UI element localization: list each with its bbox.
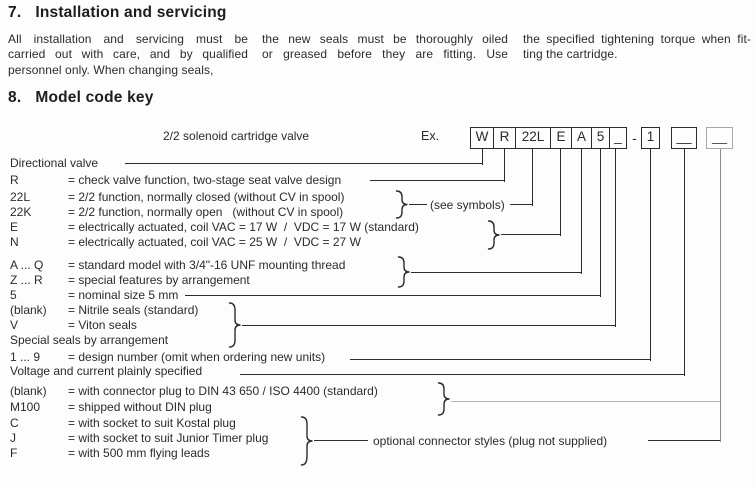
section7-column-3: the specified tightening torque when fit…: [523, 32, 751, 63]
code-row-a-q: A ... Q= standard model with 3/4"-16 UNF…: [10, 258, 346, 272]
code-row-f: F= with 500 mm flying leads: [10, 446, 210, 460]
connector-line: [615, 149, 616, 327]
code-cell-5: 5: [592, 128, 610, 148]
code-row-special-seals: Special seals by arrangement: [10, 333, 169, 347]
code-row-c: C= with socket to suit Kostal plug: [10, 416, 236, 430]
connector-line: [185, 295, 601, 296]
code-row-v: V= Viton seals: [10, 318, 137, 332]
connector-line: [411, 272, 581, 273]
brace-connector-styles: [300, 416, 313, 466]
connector-line: [648, 440, 720, 441]
body-line: carried out with care, and by qualified: [8, 47, 248, 62]
connector-line: [409, 204, 427, 205]
see-symbols-annotation: (see symbols): [430, 198, 505, 212]
blank-box-1: __: [671, 127, 697, 149]
body-line: personnel only. When changing seals,: [8, 62, 214, 77]
code-cell-w: W: [471, 128, 494, 148]
body-line: the new seals must be thoroughly oiled: [262, 32, 508, 46]
code-row-directional-valve: Directional valve: [10, 156, 99, 170]
code-row-22l: 22L= 2/2 function, normally closed (with…: [10, 190, 345, 204]
connector-line: [451, 401, 720, 402]
brace-22l-22k: [395, 190, 408, 219]
code-cell-e: E: [551, 128, 572, 148]
blank-box-2: __: [706, 127, 733, 149]
connector-line: [650, 149, 651, 361]
brace-seals: [228, 302, 241, 348]
connector-line: [560, 149, 561, 236]
connector-line: [532, 149, 533, 206]
code-cell-r: R: [494, 128, 516, 148]
body-line: All installation and servicing must be: [8, 32, 248, 46]
brace-aq-zr: [397, 256, 410, 288]
section8-title: Model code key: [35, 89, 154, 106]
code-row-blank-seals: (blank)= Nitrile seals (standard): [10, 303, 199, 317]
connector-line: [125, 163, 482, 164]
brace-din: [437, 382, 450, 416]
body-line: or greased before they are fitting. Use: [262, 47, 508, 62]
code-separator: -: [632, 130, 637, 146]
code-cell-blank: _: [614, 129, 622, 144]
connector-line: [481, 149, 483, 165]
product-label: 2/2 solenoid cartridge valve: [163, 129, 310, 143]
connector-line: [370, 180, 505, 181]
connector-line: [503, 149, 505, 182]
code-row-5: 5= nominal size 5 mm: [10, 288, 179, 302]
code-row-design-number: 1 ... 9= design number (omit when orderi…: [10, 350, 326, 364]
code-row-voltage: Voltage and current plainly specified: [10, 364, 203, 378]
code-row-n: N= electrically actuated, coil VAC = 25 …: [10, 235, 361, 249]
code-row-j: J= with socket to suit Junior Timer plug: [10, 431, 269, 445]
optional-connector-annotation: optional connector styles (plug not supp…: [373, 434, 608, 448]
code-row-z-r: Z ... R= special features by arrangement: [10, 273, 250, 287]
body-line: the specified tightening torque when fit…: [523, 32, 751, 46]
code-row-r: R= check valve function, two-stage seat …: [10, 173, 342, 187]
section8-heading: 8. Model code key: [8, 89, 154, 107]
section7-number: 7.: [8, 4, 22, 21]
connector-line: [242, 325, 615, 326]
model-code-box: W R 22L E A 5 _: [470, 127, 627, 149]
section7-column-2: the new seals must be thoroughly oiled o…: [262, 32, 508, 63]
connector-line: [501, 234, 561, 235]
code-cell-a: A: [572, 128, 592, 148]
design-number-box: 1: [641, 127, 660, 149]
example-prefix: Ex.: [421, 129, 440, 143]
connector-line: [314, 440, 368, 441]
section7-heading: 7. Installation and servicing: [8, 4, 227, 22]
connector-line: [350, 359, 651, 360]
brace-e-n: [487, 220, 500, 250]
code-cell-22l: 22L: [516, 128, 551, 148]
section7-column-1: All installation and servicing must be c…: [8, 32, 248, 78]
code-row-e: E= electrically actuated, coil VAC = 17 …: [10, 220, 419, 234]
connector-line: [684, 149, 685, 376]
connector-line: [580, 149, 582, 274]
connector-line: [600, 149, 601, 297]
code-row-m100: M100= shipped without DIN plug: [10, 400, 212, 414]
connector-line: [240, 374, 685, 375]
code-row-22k: 22K= 2/2 function, normally open (withou…: [10, 205, 344, 219]
section8-number: 8.: [8, 89, 22, 106]
code-row-blank-din: (blank)= with connector plug to DIN 43 6…: [10, 384, 378, 398]
body-line: ting the cartridge.: [523, 47, 618, 62]
connector-line: [510, 204, 533, 205]
connector-line: [719, 149, 721, 442]
section7-title: Installation and servicing: [35, 4, 227, 21]
